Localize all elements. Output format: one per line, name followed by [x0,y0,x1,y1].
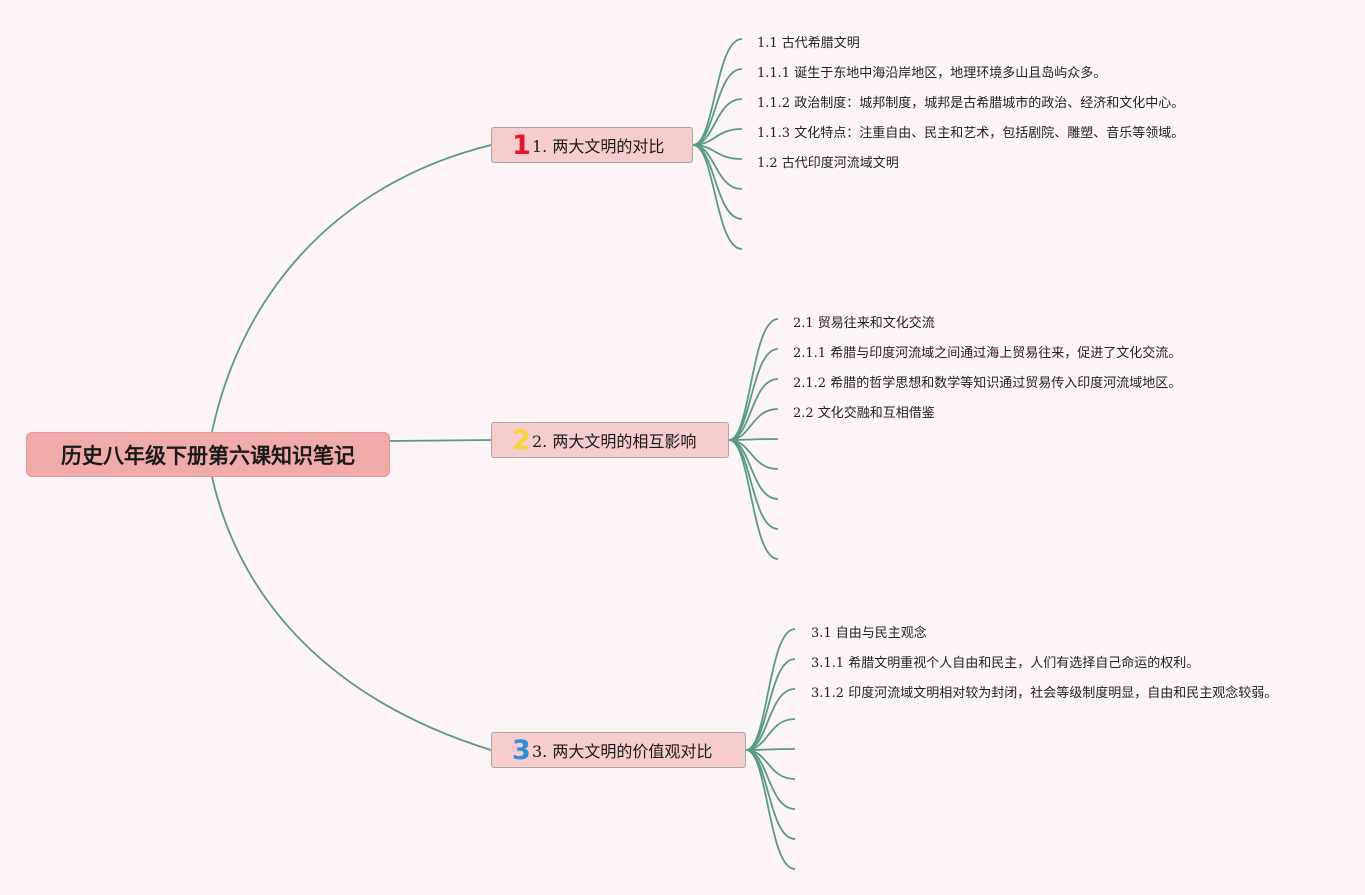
connector-branch-3-leaf-2 [745,688,796,751]
connector-root-branch-2 [389,439,492,442]
subtopic-1-2[interactable]: 1.2 古代印度河流域文明 [757,151,899,171]
subtopic-label: 2.1.2 希腊的哲学思想和数学等知识通过贸易传入印度河流域地区。 [793,375,1182,391]
connector-branch-1-leaf-2 [692,98,743,146]
subtopic-1-1[interactable]: 1.1 古代希腊文明 [757,31,860,51]
connector-branch-1-leaf-0 [692,38,743,146]
number-3-icon: 3 [512,734,531,766]
connector-branch-3-leaf-1 [745,658,796,751]
subtopic-2-1-2[interactable]: 2.1.2 希腊的哲学思想和数学等知识通过贸易传入印度河流域地区。 [793,371,1181,391]
subtopic-3-1-2[interactable]: 3.1.2 印度河流域文明相对较为封闭，社会等级制度明显，自由和民主观念较弱。 [811,681,1277,701]
subtopic-1-1-2[interactable]: 1.1.2 政治制度：城邦制度，城邦是古希腊城市的政治、经济和文化中心。 [757,91,1184,111]
subtopic-label: 1.1.2 政治制度：城邦制度，城邦是古希腊城市的政治、经济和文化中心。 [757,95,1185,111]
number-2-icon: 2 [512,424,531,456]
connector-branch-1-leaf-5 [692,144,743,190]
branch-topic-label: 1. 两大文明的对比 [532,137,665,156]
subtopic-3-1-1[interactable]: 3.1.1 希腊文明重视个人自由和民主，人们有选择自己命运的权利。 [811,651,1199,671]
connector-branch-2-leaf-1 [728,348,779,441]
subtopic-label: 3.1 自由与民主观念 [811,625,927,641]
subtopic-2-1[interactable]: 2.1 贸易往来和文化交流 [793,311,935,331]
connector-branch-3-leaf-0 [745,628,796,751]
subtopic-label: 1.1.3 文化特点：注重自由、民主和艺术，包括剧院、雕塑、音乐等领域。 [757,125,1185,141]
subtopic-3-1[interactable]: 3.1 自由与民主观念 [811,621,927,641]
branch-topic-1[interactable]: 1 1. 两大文明的对比 [491,127,693,163]
subtopic-label: 1.1 古代希腊文明 [757,35,860,51]
connector-branch-3-leaf-8 [745,749,796,870]
subtopic-label: 2.1 贸易往来和文化交流 [793,315,935,331]
subtopic-label: 3.1.1 希腊文明重视个人自由和民主，人们有选择自己命运的权利。 [811,655,1200,671]
branch-topic-label: 2. 两大文明的相互影响 [532,432,697,451]
connector-branch-3-leaf-7 [745,749,796,840]
connector-branch-2-leaf-4 [728,438,779,441]
root-topic[interactable]: 历史八年级下册第六课知识笔记 [26,432,390,477]
subtopic-1-1-1[interactable]: 1.1.1 诞生于东地中海沿岸地区，地理环境多山且岛屿众多。 [757,61,1106,81]
branch-topic-label: 3. 两大文明的价值观对比 [532,742,713,761]
branch-topic-2[interactable]: 2 2. 两大文明的相互影响 [491,422,729,458]
connector-branch-1-leaf-1 [692,68,743,146]
subtopic-label: 1.1.1 诞生于东地中海沿岸地区，地理环境多山且岛屿众多。 [757,65,1107,81]
connector-root-branch-1 [211,144,492,433]
connector-branch-2-leaf-7 [728,439,779,530]
subtopic-2-1-1[interactable]: 2.1.1 希腊与印度河流域之间通过海上贸易往来，促进了文化交流。 [793,341,1181,361]
subtopic-label: 3.1.2 印度河流域文明相对较为封闭，社会等级制度明显，自由和民主观念较弱。 [811,685,1278,701]
connector-branch-3-leaf-4 [745,748,796,751]
connector-branch-2-leaf-8 [728,439,779,560]
subtopic-1-1-3[interactable]: 1.1.3 文化特点：注重自由、民主和艺术，包括剧院、雕塑、音乐等领域。 [757,121,1184,141]
number-1-icon: 1 [512,129,531,161]
subtopic-2-2[interactable]: 2.2 文化交融和互相借鉴 [793,401,935,421]
root-topic-label: 历史八年级下册第六课知识笔记 [61,443,355,468]
subtopic-label: 2.1.1 希腊与印度河流域之间通过海上贸易往来，促进了文化交流。 [793,345,1182,361]
branch-topic-3[interactable]: 3 3. 两大文明的价值观对比 [491,732,746,768]
connector-root-branch-3 [211,476,492,751]
connector-branch-2-leaf-0 [728,318,779,441]
subtopic-label: 1.2 古代印度河流域文明 [757,155,899,171]
connector-branch-1-leaf-7 [692,144,743,250]
subtopic-label: 2.2 文化交融和互相借鉴 [793,405,935,421]
connector-branch-2-leaf-2 [728,378,779,441]
